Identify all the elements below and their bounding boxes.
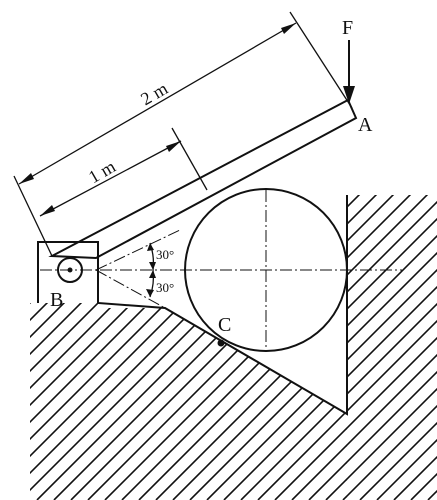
dim-arrow-2m-start	[19, 173, 34, 184]
wall-hatch-line-12	[347, 285, 437, 379]
ground-hatch-line-36	[291, 303, 347, 500]
wall-hatch-line-5	[347, 195, 412, 260]
ground-hatch-line-14	[30, 303, 239, 500]
wall-hatch-line-14	[347, 319, 437, 413]
ground-hatch-right-wall	[347, 195, 437, 500]
wall-hatch-line-6	[347, 195, 429, 277]
wall-hatch-line-7	[347, 200, 437, 294]
angle-label-upper: 30°	[156, 247, 174, 262]
ground-hatch-line-32	[223, 303, 347, 500]
ground-hatch-line-20	[30, 303, 341, 500]
wall-hatch-line-15	[347, 336, 437, 430]
dim-arrow-1m-end	[166, 141, 181, 152]
ground-hatch-line-35	[274, 303, 347, 500]
ground-hatch-line-22	[53, 303, 347, 500]
point-a-label: A	[358, 114, 373, 136]
ground-hatch-line-12	[30, 303, 205, 500]
upper-angle-line	[95, 229, 181, 271]
wall-hatch-line-4	[347, 195, 395, 243]
dim-arrow-2m-end	[281, 23, 296, 34]
dim-extension-a	[289, 11, 353, 109]
ground-hatch-line-13	[30, 303, 222, 500]
dim-arrow-1m-start	[40, 205, 55, 216]
force-label: F	[342, 17, 353, 39]
angle-arrow-lower	[146, 289, 154, 297]
ground-hatch-line-2	[30, 303, 35, 500]
wall-hatch-line-13	[347, 302, 437, 396]
support-block	[37, 241, 99, 303]
ground-hatch-line-38	[325, 303, 347, 500]
point-b-label: B	[50, 289, 63, 311]
wall-hatch-line-8	[347, 217, 437, 311]
ground-hatch-line-33	[240, 303, 347, 500]
ground-hatch-line-31	[206, 303, 347, 500]
ground-outline	[97, 195, 348, 416]
wall-hatch-line-17	[347, 370, 437, 464]
dim-extension-b	[13, 175, 53, 257]
wall-hatch-line-10	[347, 251, 437, 345]
dim-label-2m: 2 m	[137, 78, 171, 109]
angle-arrow-mid-up	[149, 262, 156, 270]
ground-hatch-line-34	[257, 303, 347, 500]
ground-hatch-line-16	[30, 303, 273, 500]
point-c-label: C	[218, 314, 231, 336]
angle-label-lower: 30°	[156, 280, 174, 295]
wall-hatch-line-11	[347, 268, 437, 362]
ground-hatch-line-30	[189, 303, 347, 500]
ground-hatch-line-19	[30, 303, 324, 500]
wall-hatch-line-18	[347, 387, 437, 481]
ground-hatch-line-26	[121, 303, 347, 500]
force-arrowhead	[343, 86, 355, 104]
wall-hatch-line-21	[376, 438, 437, 500]
dim-line-2m	[18, 22, 297, 185]
wall-hatch-line-19	[347, 404, 437, 498]
dim-extension-mid	[171, 127, 208, 191]
ground-hatch-line-23	[70, 303, 347, 500]
ground-hatch-line-21	[36, 303, 347, 500]
contact-point-c	[217, 339, 225, 347]
ground-hatch-line-5	[30, 303, 86, 500]
ground-hatch-line-15	[30, 303, 256, 500]
ground-hatch-line-11	[30, 303, 188, 500]
angle-arrow-mid-down	[149, 270, 156, 278]
ground-hatch-line-18	[30, 303, 307, 500]
beam	[48, 98, 358, 260]
ground-hatching	[0, 180, 437, 500]
wall-hatch-line-16	[347, 353, 437, 447]
dim-line-1m	[39, 140, 182, 217]
wall-hatch-line-20	[359, 421, 437, 500]
lower-angle-line	[95, 269, 166, 309]
angle-arrow-upper	[147, 243, 154, 251]
dim-label-1m: 1 m	[85, 156, 119, 187]
ground-hatch-line-17	[30, 303, 290, 500]
ground-hatch-line-1	[0, 180, 17, 500]
